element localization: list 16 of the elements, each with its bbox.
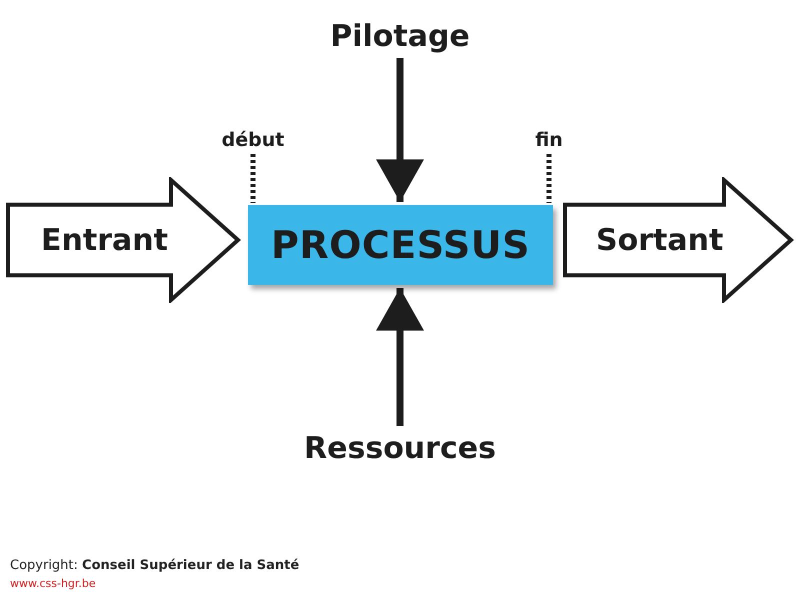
copyright-note: Copyright: Conseil Supérieur de la Santé: [10, 558, 300, 573]
process-box: [248, 205, 553, 285]
node-label: fin: [535, 129, 563, 151]
node-label: début: [222, 129, 284, 151]
arrow: [376, 58, 424, 202]
leader-line: [250, 154, 256, 203]
web-address: www.css-hgr.be: [10, 577, 96, 590]
arrow: [376, 288, 424, 426]
node-label: Pilotage: [330, 18, 470, 54]
leader-line: [546, 154, 552, 203]
node-label: Sortant: [596, 222, 724, 258]
node-label: Ressources: [304, 430, 496, 466]
block-arrow: [562, 177, 794, 303]
block-arrow: [5, 177, 241, 303]
node-label: Entrant: [41, 222, 168, 258]
node-label: PROCESSUS: [270, 223, 530, 267]
